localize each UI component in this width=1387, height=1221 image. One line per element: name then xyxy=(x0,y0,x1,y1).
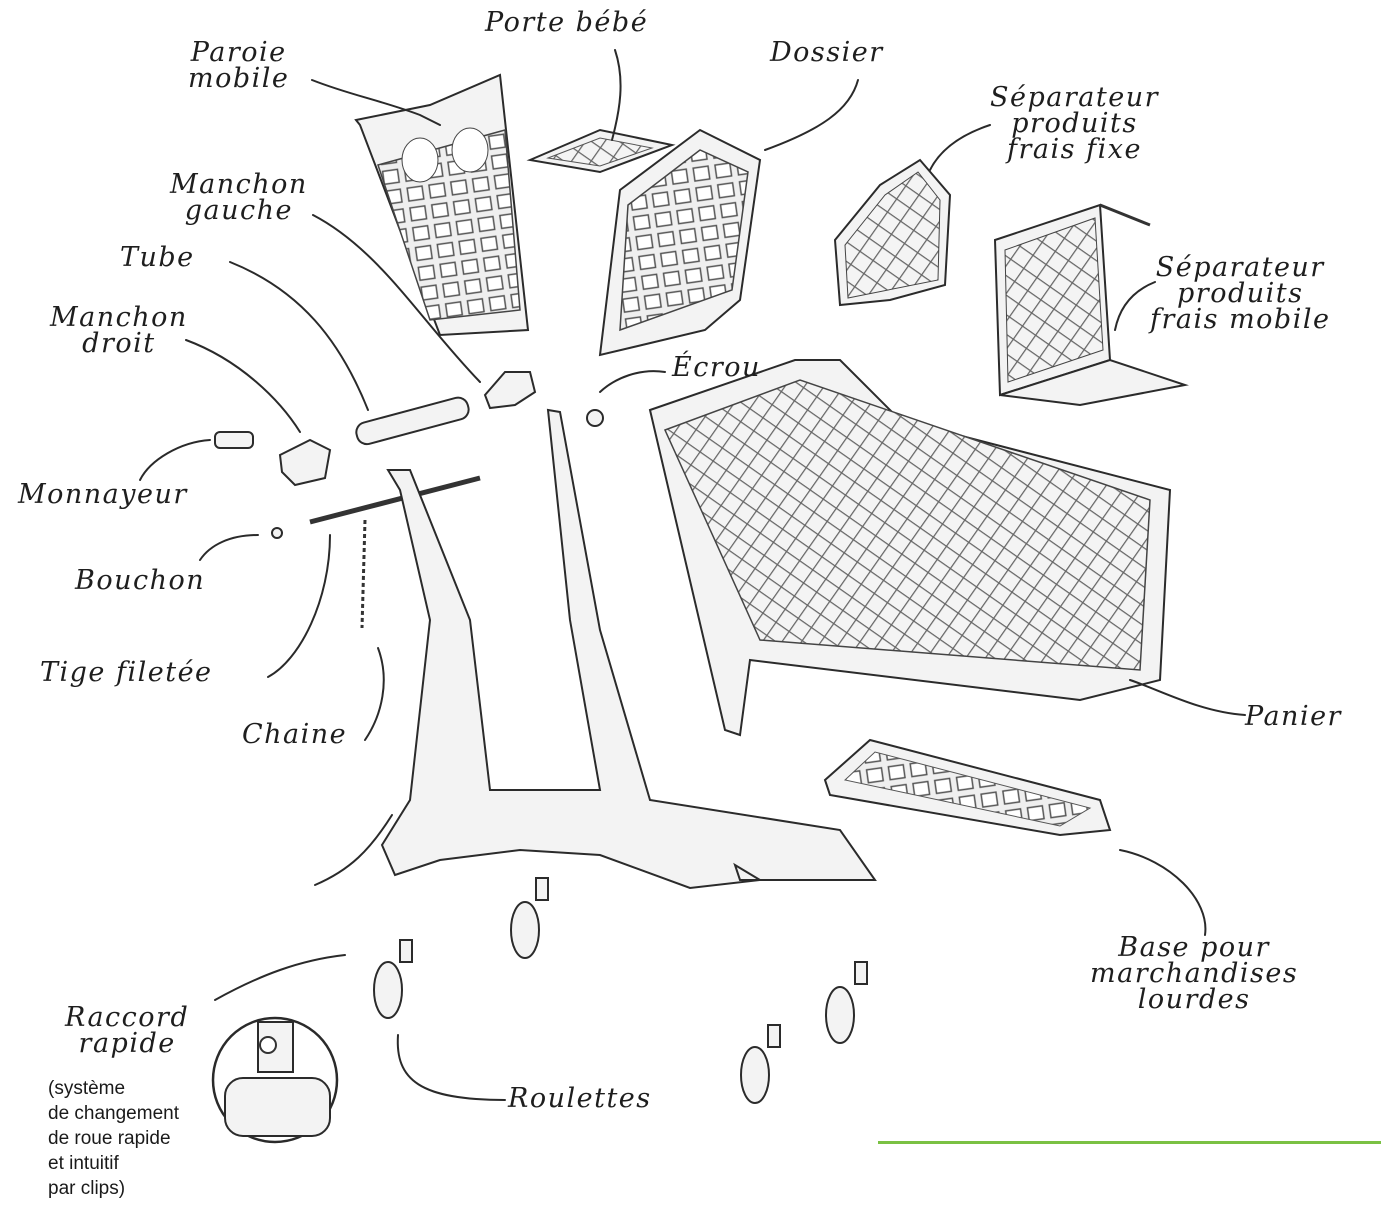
label-tige-filetee: Tige filetée xyxy=(40,660,213,686)
bouchon-part xyxy=(272,528,282,538)
label-line: Chaine xyxy=(242,722,347,748)
label-line: Roulettes xyxy=(508,1086,652,1112)
accent-rule xyxy=(878,1141,1381,1144)
note-line: par clips) xyxy=(48,1176,179,1201)
label-line: Monnayeur xyxy=(18,482,188,508)
tube-part xyxy=(354,395,471,446)
label-separateur-fixe: Séparateur produits frais fixe xyxy=(990,85,1159,163)
label-line: Panier xyxy=(1245,704,1342,730)
wheel-4 xyxy=(741,1025,780,1103)
label-line: frais fixe xyxy=(990,137,1159,163)
label-base-lourdes: Base pour marchandises lourdes xyxy=(1090,935,1298,1013)
label-ecrou: Écrou xyxy=(672,355,761,381)
label-manchon-gauche: Manchon gauche xyxy=(170,172,308,224)
label-line: frais mobile xyxy=(1150,307,1330,333)
label-paroi-mobile: Paroie mobile xyxy=(188,40,289,92)
label-line: droit xyxy=(50,331,188,357)
wheel-3 xyxy=(826,962,867,1043)
raccord-rapide-note: (système de changement de roue rapide et… xyxy=(48,1076,179,1201)
manchon-gauche-part xyxy=(485,372,535,408)
label-line: Dossier xyxy=(770,40,884,66)
porte-bebe-part xyxy=(530,130,672,172)
label-panier: Panier xyxy=(1245,704,1342,730)
note-line: et intuitif xyxy=(48,1151,179,1176)
label-line: Écrou xyxy=(672,355,761,381)
label-roulettes: Roulettes xyxy=(508,1086,652,1112)
label-porte-bebe: Porte bébé xyxy=(485,10,648,36)
wheel-2 xyxy=(374,940,412,1018)
label-line: Porte bébé xyxy=(485,10,648,36)
paroi-mobile-part xyxy=(356,75,528,335)
label-tube: Tube xyxy=(120,245,195,271)
raccord-rapide-detail xyxy=(213,1018,337,1142)
label-line: Tige filetée xyxy=(40,660,213,686)
panier-part xyxy=(650,360,1170,735)
label-bouchon: Bouchon xyxy=(75,568,205,594)
tige-filetee-part xyxy=(310,478,480,522)
label-line: gauche xyxy=(170,198,308,224)
label-line: Bouchon xyxy=(75,568,205,594)
label-chaine: Chaine xyxy=(242,722,347,748)
label-raccord-rapide: Raccord rapide xyxy=(65,1005,189,1057)
note-line: (système xyxy=(48,1076,179,1101)
label-line: lourdes xyxy=(1090,987,1298,1013)
separateur-fixe-part xyxy=(835,160,950,305)
ecrou-part xyxy=(587,410,603,426)
chaine-part xyxy=(362,520,365,628)
base-lourdes-part xyxy=(825,740,1110,835)
label-separateur-mobile: Séparateur produits frais mobile xyxy=(1150,255,1330,333)
note-line: de roue rapide xyxy=(48,1126,179,1151)
label-manchon-droit: Manchon droit xyxy=(50,305,188,357)
label-dossier: Dossier xyxy=(770,40,884,66)
label-line: mobile xyxy=(188,66,289,92)
manchon-droit-part xyxy=(280,440,330,485)
label-line: Tube xyxy=(120,245,195,271)
label-line: rapide xyxy=(65,1031,189,1057)
note-line: de changement xyxy=(48,1101,179,1126)
monnayeur-part xyxy=(215,432,253,448)
label-monnayeur: Monnayeur xyxy=(18,482,188,508)
wheel-1 xyxy=(511,878,548,958)
